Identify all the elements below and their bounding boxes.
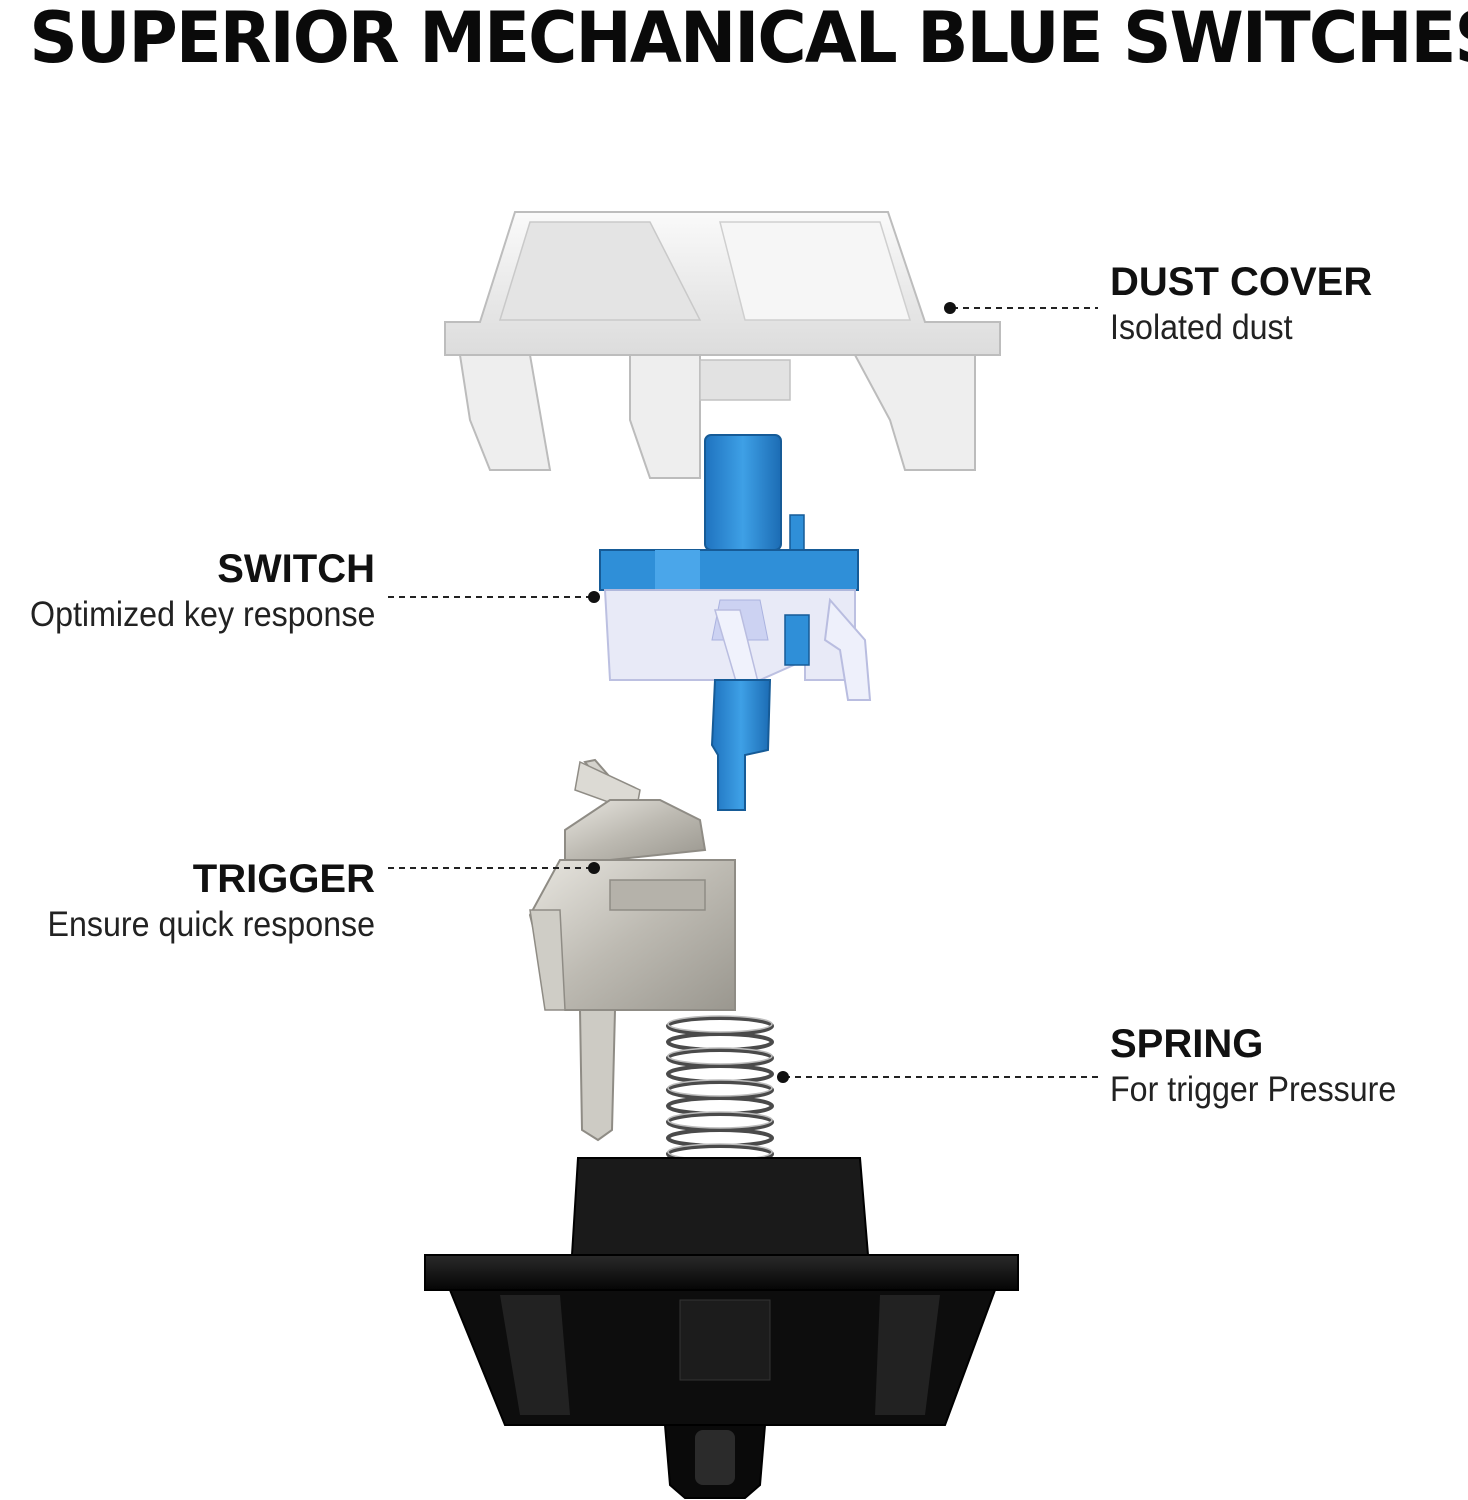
leader-lines: [388, 307, 1098, 1078]
dust-cover-description: Isolated dust: [1110, 308, 1293, 347]
switch-callout: SWITCH Optimized key response: [0, 545, 375, 637]
trigger-dot: [588, 862, 600, 874]
base-housing-part: [424, 1157, 1019, 1499]
switch-description: Optimized key response: [29, 595, 375, 634]
trigger-callout: TRIGGER Ensure quick response: [19, 855, 375, 947]
trigger-description: Ensure quick response: [47, 905, 375, 944]
trigger-name: TRIGGER: [192, 857, 375, 901]
dust-cover-dot: [944, 302, 956, 314]
dust-cover-part: [444, 211, 1001, 479]
dust-cover-callout: DUST COVER Isolated dust: [1110, 258, 1372, 350]
spring-dot: [777, 1071, 789, 1083]
spring-callout: SPRING For trigger Pressure: [1110, 1020, 1421, 1112]
trigger-part: [528, 758, 736, 1142]
spring-description: For trigger Pressure: [1110, 1070, 1397, 1109]
dust-cover-name: DUST COVER: [1110, 260, 1373, 304]
spring-name: SPRING: [1110, 1022, 1264, 1066]
switch-name: SWITCH: [217, 547, 375, 591]
diagram-title: SUPERIOR MECHANICAL BLUE SWITCHES: [29, 0, 1468, 79]
switch-dot: [588, 591, 600, 603]
switch-part: [599, 434, 872, 811]
